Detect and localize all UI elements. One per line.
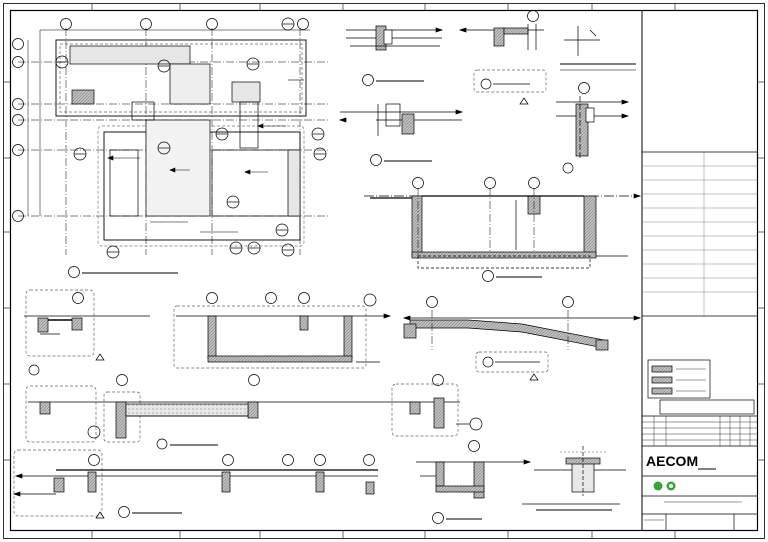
wall-details-top <box>338 10 636 174</box>
certification-badge-icon <box>653 481 663 491</box>
tank-section <box>364 177 642 282</box>
foundation-plan <box>12 17 330 278</box>
title-block <box>641 10 758 531</box>
company-name: AECOM <box>646 453 698 469</box>
slab-section <box>25 374 483 450</box>
company-logo: AECOM <box>646 453 716 491</box>
sheet-border <box>3 3 765 539</box>
footing-section <box>12 449 378 519</box>
edge-detail-left <box>24 289 150 376</box>
connection-details <box>416 440 626 524</box>
pit-section <box>173 292 392 369</box>
ramp-section <box>402 296 642 381</box>
